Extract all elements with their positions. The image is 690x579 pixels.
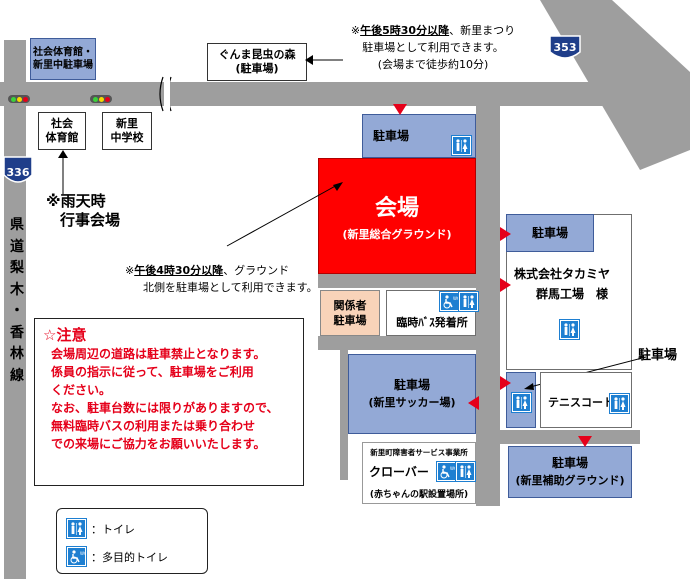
clover-title: クローバー [369,465,429,479]
note-top: ※午後5時30分以降、新里まつり 駐車場として利用できます。 (会場まで徒歩約1… [350,24,516,72]
caution-title: ☆注意 [43,326,87,344]
route-353-icon: 353 [549,35,581,59]
takamiya-label: 株式会社タカミヤ 群馬工場 様 [514,267,611,301]
takamiya-entrance [500,278,511,292]
soccer-parking-entrance [468,396,479,410]
caution-line: 無料臨時バスの利用または乗り合わせ [51,419,256,433]
toilet-icon [459,292,478,311]
parking-right-top: 駐車場 [506,214,594,252]
toilet-icon [452,136,471,155]
aux-ground-entrance [578,436,592,447]
clover-line1: 新里町障害者サービス事業所 [370,448,468,457]
bus-stop-label: 臨時ﾊﾞｽ発着所 [396,316,468,329]
toilet-icon [67,519,86,538]
parking-callout-label: 駐車場 [638,348,678,363]
caution-line: ください。 [51,383,112,397]
toilet-icon [456,462,475,481]
multipurpose-toilet-icon: WC [440,292,459,311]
rain-venue-label: ※雨天時 行事会場 [46,192,121,229]
svg-text:WC: WC [453,296,458,301]
caution-line: での来場にご協力をお願いいたします。 [51,437,266,451]
gym-box: 社会体育館 [38,112,86,150]
legend-box: ：トイレ WC ：多目的トイレ [56,508,208,574]
road-soccer-side [340,350,348,480]
svg-text:353: 353 [554,41,577,54]
multipurpose-toilet-icon: WC [67,547,86,566]
svg-text:WC: WC [80,551,85,556]
tennis-label: テニスコート [548,396,614,409]
parking-small-entrance [500,376,511,390]
note-mid: ※午後4時30分以降、グラウンド 北側を駐車場として利用できます。 [125,264,318,295]
caution-line: 係員の指示に従って、駐車場をご利用 [51,365,254,379]
kankeisha-parking: 関係者駐車場 [320,290,380,336]
insect-forest-arrow [305,55,343,65]
caution-line: 会場周辺の道路は駐車禁止となります。 [51,347,266,361]
road-center-vertical [476,106,500,506]
toilet-icon [560,320,579,339]
road-mid-horizontal [318,336,478,350]
venue-box: 会場 (新里総合グラウンド) [318,158,476,274]
soccer-parking: 駐車場(新里サッカー場) [348,354,476,434]
insect-forest-box: ぐんま昆虫の森(駐車場) [207,43,307,81]
legend-toilet-label: ：トイレ [91,523,135,536]
caution-line: なお、駐車台数には限りがありますので、 [51,401,279,415]
aux-ground-parking: 駐車場(新里補助グラウンド) [508,446,632,498]
svg-text:WC: WC [450,466,455,471]
traffic-light-center [90,95,112,103]
road-label: 県道梨木 ・香林線 [10,217,24,384]
road-break-mark [159,76,172,112]
toilet-icon [512,393,531,412]
school-box: 新里中学校 [102,112,152,150]
traffic-light-left [8,95,30,103]
road-right-horizontal [500,430,640,444]
toilet-icon [610,394,629,413]
parking-top-entrance [393,104,407,115]
caution-box: ☆注意 会場周辺の道路は駐車禁止となります。 係員の指示に従って、駐車場をご利用… [34,318,304,486]
note-mid-leader [226,182,343,247]
svg-text:336: 336 [7,166,30,179]
parking-right-top-entrance [500,227,511,241]
rain-venue-arrow [58,150,68,194]
route-336-icon: 336 [3,156,33,183]
legend-multipurpose-label: ：多目的トイレ [91,551,168,564]
clover-line3: (赤ちゃんの駅設置場所) [369,490,469,500]
gym-parking-box: 社会体育館・新里中駐車場 [30,38,96,80]
road-lower-horizontal [318,274,478,288]
multipurpose-toilet-icon: WC [437,462,456,481]
